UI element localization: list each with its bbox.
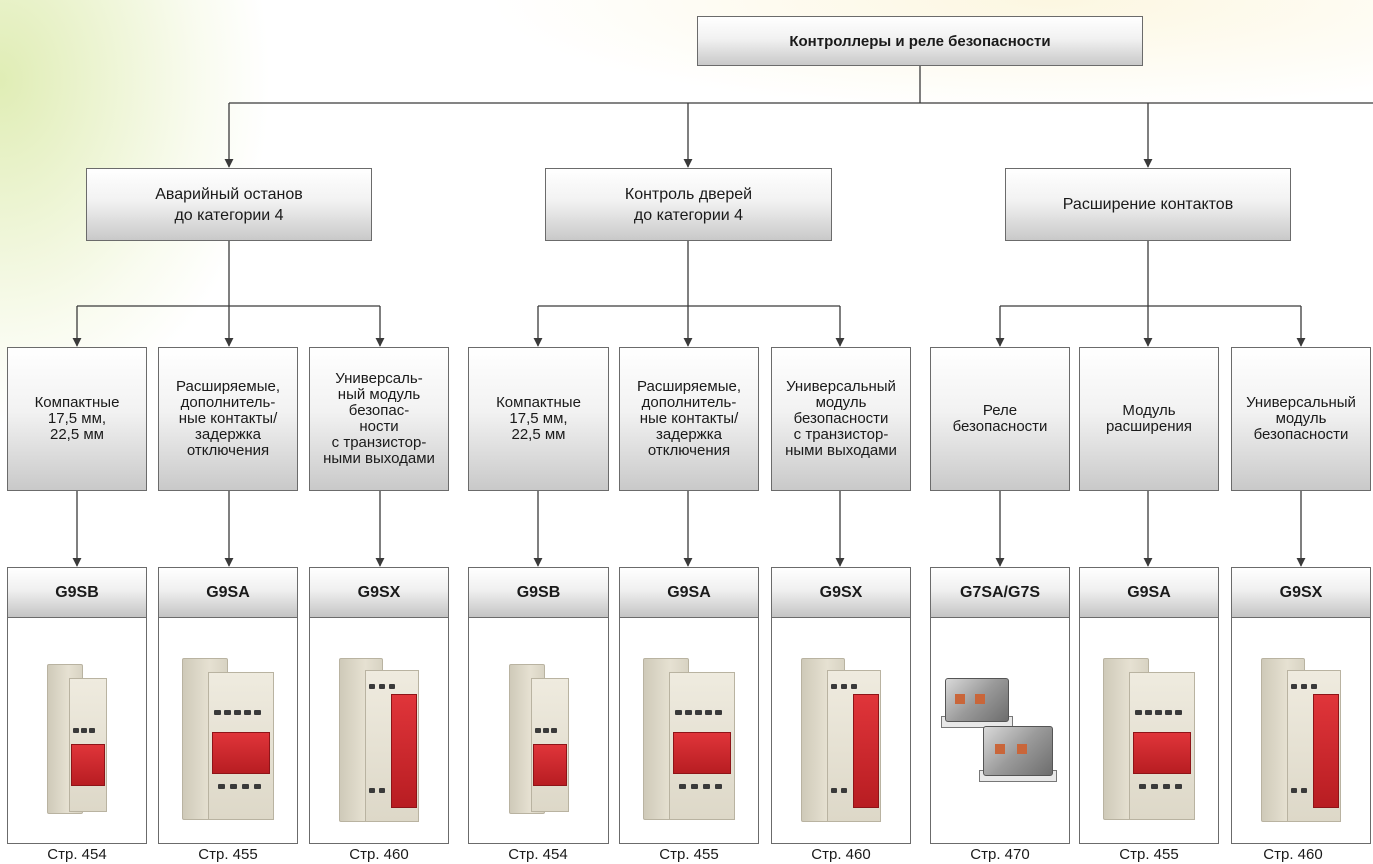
subtype-node: Компактные 17,5 мм, 22,5 мм xyxy=(468,347,609,491)
subtype-label: Компактные 17,5 мм, 22,5 мм xyxy=(496,394,581,443)
category-label: Контроль дверей до категории 4 xyxy=(624,185,753,224)
pcb-relay-pair-image xyxy=(931,618,1069,844)
page-reference-link[interactable]: Стр. 455 xyxy=(198,846,258,863)
safety-controller-image xyxy=(1232,618,1370,844)
subtype-label: Реле безопасности xyxy=(952,402,1048,435)
subtype-node: Универсальный модуль безопасности xyxy=(1231,347,1371,491)
subtype-label: Универсальный модуль безопасности xyxy=(1246,394,1356,443)
product-model: G9SB xyxy=(8,568,146,618)
page-reference-link[interactable]: Стр. 455 xyxy=(659,846,719,863)
subtype-label: Модуль расширения xyxy=(1105,402,1193,435)
page-reference-link[interactable]: Стр. 454 xyxy=(47,846,107,863)
subtype-label: Расширяемые, дополнитель- ные контакты/ … xyxy=(175,378,280,459)
root-label: Контроллеры и реле безопасности xyxy=(789,32,1051,50)
subtype-label: Универсальный модуль безопасности с тран… xyxy=(785,378,897,459)
product-model: G9SA xyxy=(1080,568,1218,618)
page-reference-link[interactable]: Стр. 470 xyxy=(970,846,1030,863)
product-model: G9SX xyxy=(310,568,448,618)
page-reference-link[interactable]: Стр. 454 xyxy=(508,846,568,863)
safety-relay-narrow-image xyxy=(469,618,608,844)
root-node: Контроллеры и реле безопасности xyxy=(697,16,1143,66)
product-card[interactable]: G9SA xyxy=(158,567,298,844)
product-model: G9SA xyxy=(620,568,758,618)
page-reference-link[interactable]: Стр. 455 xyxy=(1119,846,1179,863)
subtype-node: Реле безопасности xyxy=(930,347,1070,491)
subtype-node: Расширяемые, дополнитель- ные контакты/ … xyxy=(158,347,298,491)
safety-relay-wide-image xyxy=(1080,618,1218,844)
product-card[interactable]: G7SA/G7S xyxy=(930,567,1070,844)
category-node-emergency-stop: Аварийный останов до категории 4 xyxy=(86,168,372,241)
product-model: G9SX xyxy=(1232,568,1370,618)
subtype-node: Универсаль- ный модуль безопас- ности с … xyxy=(309,347,449,491)
product-model: G9SB xyxy=(469,568,608,618)
subtype-node: Расширяемые, дополнитель- ные контакты/ … xyxy=(619,347,759,491)
subtype-label: Универсаль- ный модуль безопас- ности с … xyxy=(323,370,435,467)
product-card[interactable]: G9SA xyxy=(619,567,759,844)
product-card[interactable]: G9SX xyxy=(309,567,449,844)
product-card[interactable]: G9SX xyxy=(771,567,911,844)
subtype-label: Компактные 17,5 мм, 22,5 мм xyxy=(34,394,120,443)
page-reference-link[interactable]: Стр. 460 xyxy=(349,846,409,863)
safety-controller-image xyxy=(772,618,910,844)
product-card[interactable]: G9SA xyxy=(1079,567,1219,844)
page-reference-link[interactable]: Стр. 460 xyxy=(811,846,871,863)
category-node-door-control: Контроль дверей до категории 4 xyxy=(545,168,832,241)
safety-controller-image xyxy=(310,618,448,844)
safety-relay-wide-image xyxy=(159,618,297,844)
subtype-node: Универсальный модуль безопасности с тран… xyxy=(771,347,911,491)
product-card[interactable]: G9SB xyxy=(468,567,609,844)
category-label: Аварийный останов до категории 4 xyxy=(155,185,303,224)
subtype-node: Компактные 17,5 мм, 22,5 мм xyxy=(7,347,147,491)
product-card[interactable]: G9SX xyxy=(1231,567,1371,844)
safety-relay-wide-image xyxy=(620,618,758,844)
product-card[interactable]: G9SB xyxy=(7,567,147,844)
product-model: G9SA xyxy=(159,568,297,618)
subtype-node: Модуль расширения xyxy=(1079,347,1219,491)
product-model: G9SX xyxy=(772,568,910,618)
product-model: G7SA/G7S xyxy=(931,568,1069,618)
safety-relay-narrow-image xyxy=(8,618,146,844)
category-label: Расширение контактов xyxy=(1062,196,1234,213)
page-reference-link[interactable]: Стр. 460 xyxy=(1263,846,1323,863)
category-node-contact-expansion: Расширение контактов xyxy=(1005,168,1291,241)
subtype-label: Расширяемые, дополнитель- ные контакты/ … xyxy=(636,378,741,459)
